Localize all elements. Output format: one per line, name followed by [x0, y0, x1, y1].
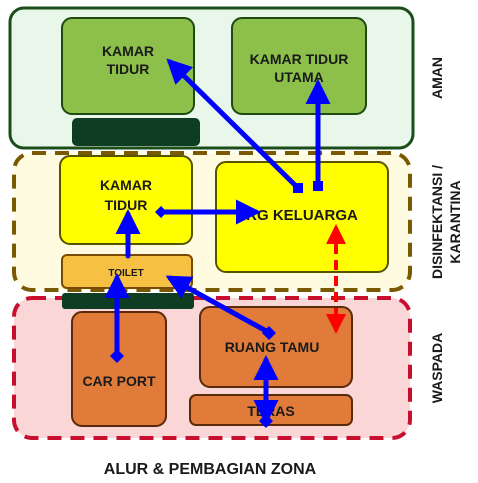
zone-label-waspada: WASPADA	[429, 333, 445, 404]
zone-label-disinfektansi-2: KARANTINA	[447, 180, 463, 263]
label-car-port: CAR PORT	[82, 373, 156, 389]
label-rg-keluarga: RG KELUARGA	[246, 207, 358, 224]
label-ruang-tamu: RUANG TAMU	[225, 339, 320, 355]
diagram-caption: ALUR & PEMBAGIAN ZONA	[104, 461, 317, 478]
label-teras: TERAS	[247, 403, 294, 419]
room-kamar-tidur-utama	[231, 17, 367, 115]
label-kamar-tidur-mid-1: KAMAR	[100, 177, 152, 193]
node-rg-square-2	[313, 181, 323, 191]
zone-label-aman: AMAN	[429, 57, 445, 99]
label-toilet: TOILET	[108, 268, 143, 279]
arrow-ruangtamu-to-toilet	[165, 275, 271, 335]
arrow-rg-to-kamar-top	[166, 58, 301, 191]
node-teras-diamond	[259, 414, 273, 428]
flow-arrows	[104, 58, 331, 425]
label-kamar-tidur-utama-1: KAMAR TIDUR	[250, 51, 349, 67]
node-ruangtamu-diamond	[262, 326, 276, 340]
passage-block-mid	[62, 293, 194, 309]
label-kamar-tidur-mid-2: TIDUR	[105, 197, 148, 213]
node-rg-square-1	[293, 183, 303, 193]
node-carport-diamond	[110, 349, 124, 363]
passage-block-top	[72, 118, 200, 146]
label-kamar-tidur-top-1: KAMAR	[102, 43, 154, 59]
room-kamar-tidur-top	[61, 17, 195, 115]
zone-label-disinfektansi-1: DISINFEKTANSI /	[429, 165, 445, 279]
flow-node-markers	[110, 181, 323, 428]
label-kamar-tidur-top-2: TIDUR	[107, 61, 150, 77]
node-kamar-mid-diamond	[155, 206, 167, 218]
